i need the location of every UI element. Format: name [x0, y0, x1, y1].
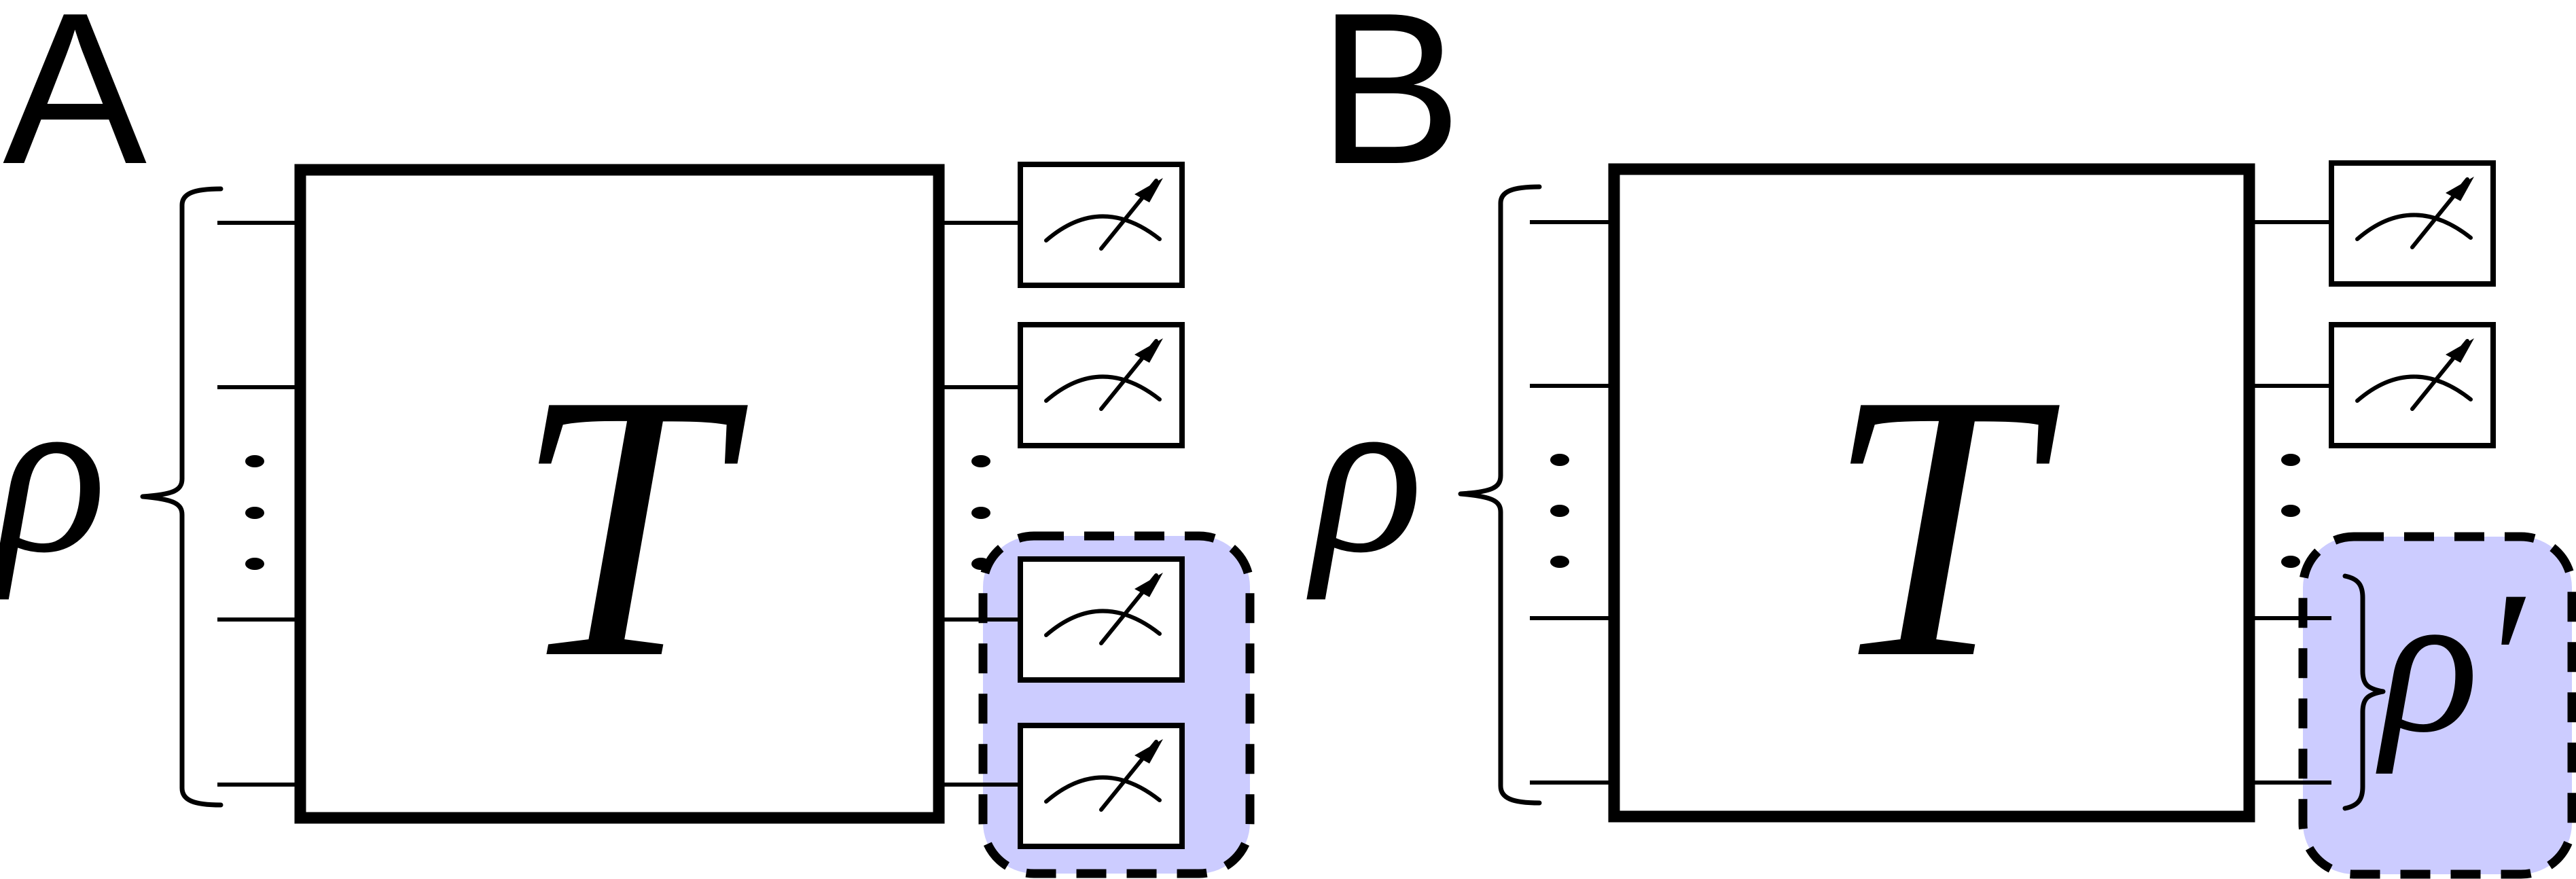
channel-box — [1608, 163, 2255, 823]
vertical-ellipsis-dot — [245, 507, 264, 519]
panel-a-label: A — [3, 0, 148, 209]
vertical-ellipsis-dot — [971, 455, 990, 467]
vertical-ellipsis-dot — [1550, 505, 1569, 517]
input-brace — [140, 186, 223, 808]
vertical-ellipsis-dot — [1550, 454, 1569, 466]
channel-operator-label: T — [1825, 316, 2063, 737]
input-state-rho: ρ — [0, 344, 107, 600]
vertical-ellipsis-dot — [2281, 454, 2300, 466]
measurement-meter-icon — [2329, 160, 2496, 287]
input-brace — [1458, 184, 1542, 806]
output-state-rho-prime: ρ′ — [2375, 549, 2527, 775]
channel-operator-label: T — [514, 316, 751, 737]
input-state-rho: ρ — [1305, 344, 1423, 600]
vertical-ellipsis-dot — [245, 455, 264, 467]
measurement-meter-icon — [1018, 556, 1185, 683]
channel-box — [294, 164, 945, 824]
measurement-meter-icon — [1018, 322, 1185, 448]
vertical-ellipsis-dot — [1550, 556, 1569, 568]
panel-b: B ρ T — [1305, 0, 2576, 879]
measurement-meter-icon — [1018, 723, 1185, 849]
panel-b-label: B — [1318, 0, 1462, 209]
measurement-meter-icon — [2329, 322, 2496, 448]
vertical-ellipsis-dot — [971, 558, 990, 570]
measurement-meter-icon — [1018, 162, 1185, 288]
vertical-ellipsis-dot — [245, 558, 264, 570]
output-brace — [2342, 573, 2386, 811]
vertical-ellipsis-dot — [971, 507, 990, 519]
vertical-ellipsis-dot — [2281, 556, 2300, 568]
output-subsystem-region — [2298, 532, 2576, 879]
vertical-ellipsis-dot — [2281, 505, 2300, 517]
panel-a: A ρ T — [0, 0, 1255, 878]
